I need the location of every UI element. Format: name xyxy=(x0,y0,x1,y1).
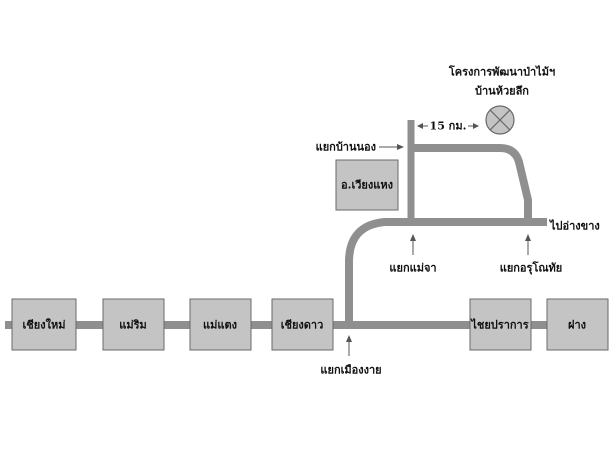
road-network xyxy=(5,120,605,329)
arrow-icon xyxy=(346,335,352,356)
project-village-label: บ้านห้วยลึก xyxy=(475,85,529,98)
town-wiang-haeng: อ.เวียงแหง xyxy=(335,159,399,211)
junction-label-ban-nong: แยกบ้านนอง xyxy=(316,141,376,154)
town-label-wiang-haeng: อ.เวียงแหง xyxy=(341,179,393,192)
project-name-label: โครงการพัฒนาป่าไม้ฯ xyxy=(448,65,555,79)
junction-label-aru-nothai: แยกอรุโณทัย xyxy=(500,261,563,276)
town-boxes: เชียงใหม่ แม่ริม แม่แตง เชียงดาว ไชยปราก… xyxy=(11,159,609,351)
to-arang-label: ไปอ่างขาง xyxy=(548,219,600,233)
project-marker xyxy=(485,105,515,135)
town-label-chai-prakan: ไชยปราการ xyxy=(469,318,528,332)
town-chiang-dao: เชียงดาว xyxy=(271,298,334,351)
distance-label: 15 กม. xyxy=(430,120,467,133)
town-mae-taeng: แม่แตง xyxy=(189,298,252,351)
town-chiang-mai: เชียงใหม่ xyxy=(11,298,77,351)
town-label-fang: ฝาง xyxy=(568,319,586,332)
arrow-icon xyxy=(525,234,531,255)
town-mae-rim: แม่ริม xyxy=(102,298,165,351)
arrow-icon xyxy=(417,123,428,129)
road-huai-luek-loop xyxy=(411,144,532,222)
town-chai-prakan: ไชยปราการ xyxy=(469,298,532,351)
town-label-chiang-dao: เชียงดาว xyxy=(281,319,324,332)
pointer-arrows xyxy=(346,123,531,356)
town-label-chiang-mai: เชียงใหม่ xyxy=(23,318,66,332)
arrow-icon xyxy=(410,234,416,255)
town-label-mae-taeng: แม่แตง xyxy=(203,319,237,332)
town-label-mae-rim: แม่ริม xyxy=(119,319,147,332)
arrow-icon xyxy=(379,144,404,150)
town-fang: ฝาง xyxy=(546,298,609,351)
arrow-icon xyxy=(468,123,479,129)
road-mueang-ngai-to-mae-ja xyxy=(345,218,528,325)
junction-label-mueang-ngai: แยกเมืองงาย xyxy=(320,364,381,377)
junction-label-mae-ja: แยกแม่จา xyxy=(389,262,436,275)
